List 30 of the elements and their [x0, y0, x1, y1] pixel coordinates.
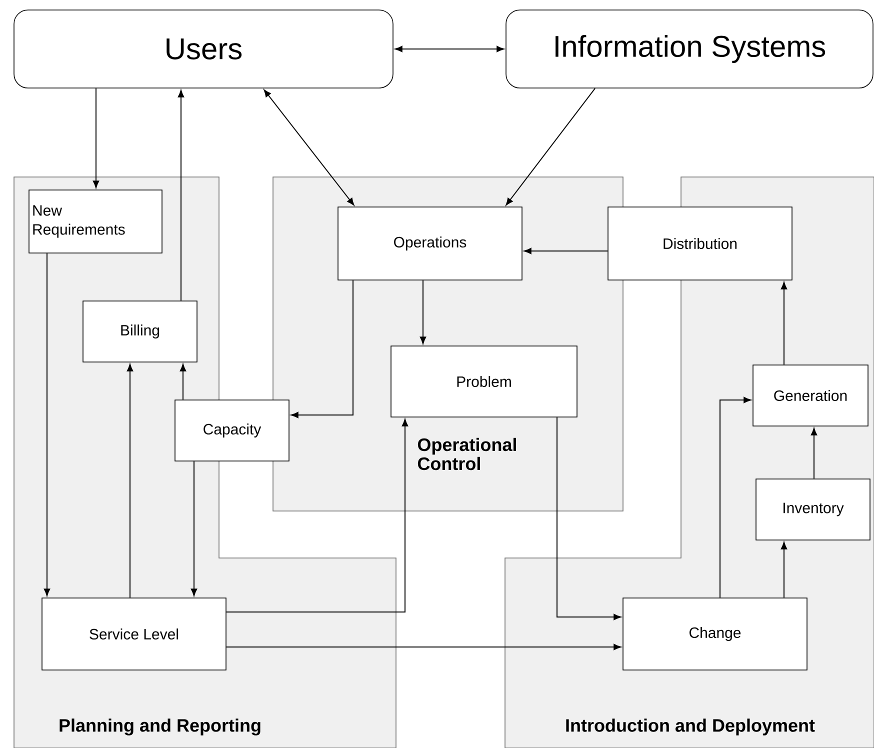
process-box: Inventory	[756, 478, 870, 540]
arrow	[44, 252, 50, 596]
arrow	[556, 416, 622, 620]
arrow	[394, 46, 504, 52]
process-box: Operations	[338, 206, 522, 280]
arrow	[264, 89, 354, 206]
arrow	[226, 418, 408, 612]
arrow	[524, 248, 608, 254]
process-box: Problem	[390, 346, 578, 418]
process-box: Generation	[752, 364, 868, 426]
rounded-box: Information Systems	[506, 10, 874, 88]
process-box: New Requirements	[28, 190, 162, 254]
process-box: Service Level	[42, 598, 226, 670]
process-box: Change	[622, 598, 808, 670]
arrow	[420, 280, 426, 344]
arrow	[290, 280, 354, 418]
arrow	[720, 396, 752, 598]
arrow	[126, 364, 134, 598]
arrow	[810, 428, 818, 480]
process-box: Billing	[82, 300, 198, 362]
arrow	[190, 460, 198, 596]
arrow	[780, 282, 788, 366]
arrow	[780, 542, 788, 598]
process-box: Capacity	[174, 400, 290, 462]
arrow	[180, 364, 186, 400]
arrow	[92, 88, 100, 188]
arrow	[506, 88, 596, 206]
rounded-box: Users	[14, 10, 394, 88]
arrow	[226, 644, 622, 650]
arrow	[178, 90, 184, 302]
